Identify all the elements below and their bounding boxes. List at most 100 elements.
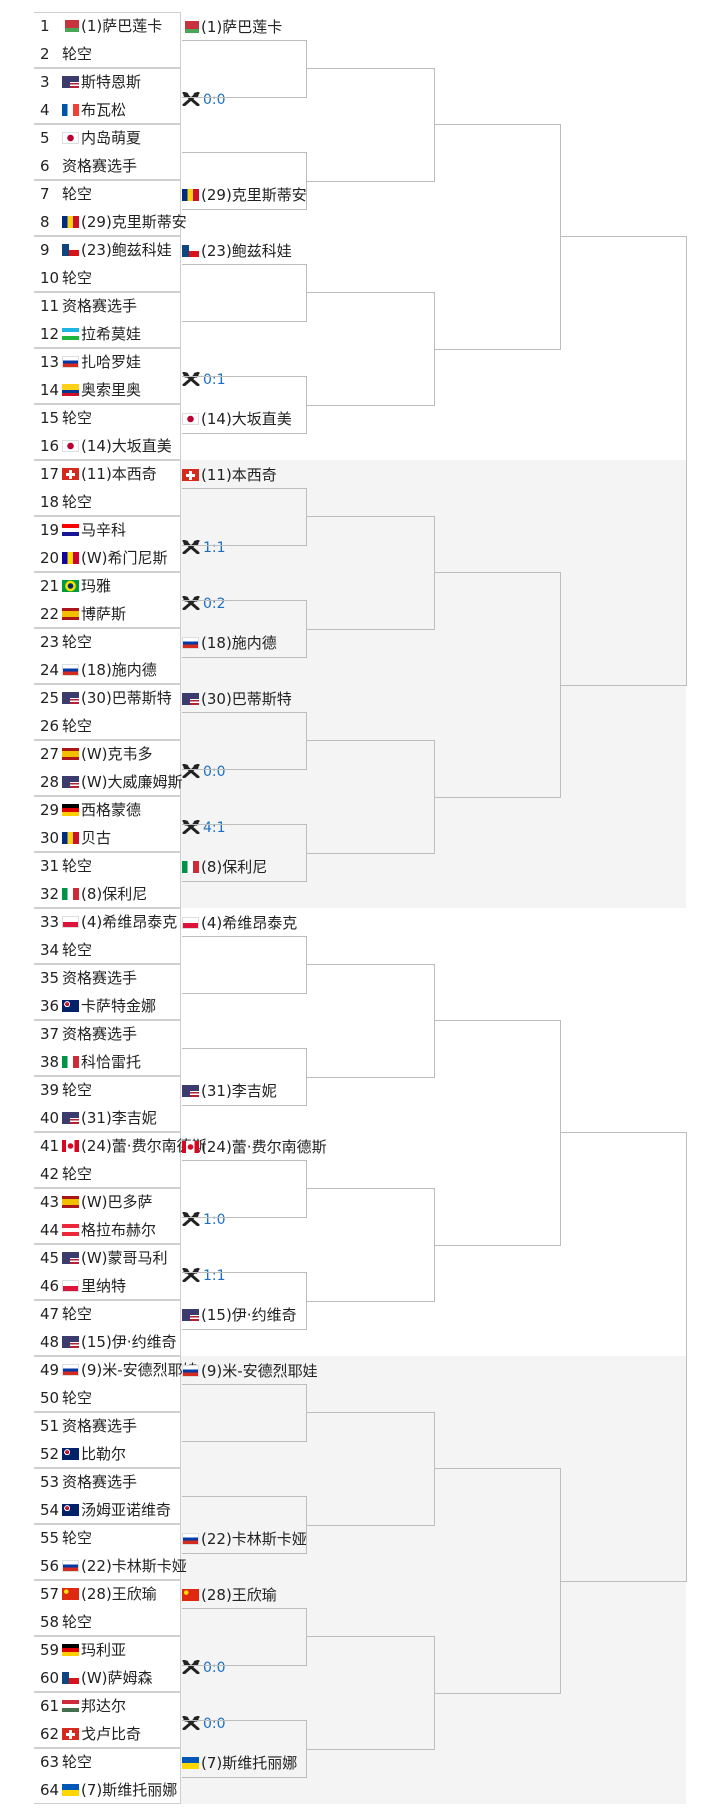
second-round-player[interactable]: (7)斯维托丽娜 <box>182 1752 297 1774</box>
first-round-slot[interactable]: 33(4)希维昂泰克 <box>34 908 181 936</box>
first-round-slot[interactable]: 41(24)蕾·费尔南德斯 <box>34 1132 207 1160</box>
first-round-slot[interactable]: 32(8)保利尼 <box>34 880 181 908</box>
first-round-slot[interactable]: 16(14)大坂直美 <box>34 432 181 460</box>
first-round-slot[interactable]: 60(W)萨姆森 <box>34 1664 181 1692</box>
second-round-player[interactable]: (4)希维昂泰克 <box>182 912 297 934</box>
first-round-slot[interactable]: 28(W)大威廉姆斯 <box>34 768 183 796</box>
second-round-player[interactable]: (11)本西奇 <box>182 464 277 486</box>
first-round-slot[interactable]: 49(9)米-安德烈耶娃 <box>34 1356 198 1384</box>
second-round-player[interactable]: (30)巴蒂斯特 <box>182 688 292 710</box>
seed-label: (W) <box>81 745 108 763</box>
second-round-player[interactable]: (8)保利尼 <box>182 856 267 878</box>
first-round-slot[interactable]: 43(W)巴多萨 <box>34 1188 181 1216</box>
player-pair-box <box>34 1748 181 1804</box>
second-round-player[interactable]: (28)王欣瑜 <box>182 1584 277 1606</box>
first-round-slot[interactable]: 56(22)卡林斯卡娅 <box>34 1552 187 1580</box>
second-round-player[interactable]: (23)鲍兹科娃 <box>182 240 292 262</box>
second-round-player[interactable]: (9)米-安德烈耶娃 <box>182 1360 318 1382</box>
first-round-slot[interactable]: 27(W)克韦多 <box>34 740 181 768</box>
bracket-connector <box>306 964 435 1078</box>
head-to-head-score[interactable]: 0:0 <box>182 1658 226 1678</box>
first-round-slot[interactable]: 20(W)希门尼斯 <box>34 544 181 572</box>
flag-icon <box>62 1056 79 1068</box>
first-round-slot[interactable]: 40(31)李吉妮 <box>34 1104 181 1132</box>
draw-position: 35 <box>40 969 60 987</box>
head-to-head-score[interactable]: 0:0 <box>182 90 226 110</box>
first-round-slot[interactable]: 8(29)克里斯蒂安 <box>34 208 187 236</box>
second-round-player[interactable]: (15)伊·约维奇 <box>182 1304 297 1326</box>
draw-position: 25 <box>40 689 60 707</box>
draw-position: 64 <box>40 1781 60 1799</box>
second-round-player[interactable]: (29)克里斯蒂安 <box>182 184 307 206</box>
second-round-player[interactable]: (1)萨巴莲卡 <box>182 16 282 38</box>
second-round-player[interactable]: (22)卡林斯卡娅 <box>182 1528 307 1550</box>
second-round-player[interactable]: (31)李吉妮 <box>182 1080 277 1102</box>
player-name: 汤姆亚诺维奇 <box>81 1501 172 1519</box>
first-round-slot[interactable]: 17(11)本西奇 <box>34 460 181 488</box>
second-round-player[interactable]: (14)大坂直美 <box>182 408 292 430</box>
first-round-slot[interactable]: 25(30)巴蒂斯特 <box>34 684 181 712</box>
draw-position: 62 <box>40 1725 60 1743</box>
head-to-head-score[interactable]: 0:0 <box>182 762 226 782</box>
player-name: 蒙哥马利 <box>107 1249 168 1267</box>
head-to-head-score[interactable]: 1:1 <box>182 538 226 558</box>
first-round-slot[interactable]: 1(1)萨巴莲卡 <box>34 12 181 40</box>
first-round-slot[interactable]: 64(7)斯维托丽娜 <box>34 1776 181 1804</box>
first-round-slot[interactable]: 57(28)王欣瑜 <box>34 1580 181 1608</box>
second-round-player[interactable]: (18)施内德 <box>182 632 277 654</box>
player-name: 布瓦松 <box>81 101 127 119</box>
first-round-slot[interactable]: 48(15)伊·约维奇 <box>34 1328 181 1356</box>
first-round-slot[interactable]: 9(23)鲍兹科娃 <box>34 236 181 264</box>
player-name: 轮空 <box>62 1165 93 1183</box>
draw-position: 53 <box>40 1473 60 1491</box>
second-round-player[interactable]: (24)蕾·费尔南德斯 <box>182 1136 327 1158</box>
player-name: 李吉妮 <box>111 1109 157 1127</box>
first-round-slot[interactable]: 45(W)蒙哥马利 <box>34 1244 181 1272</box>
head-to-head-score[interactable]: 1:0 <box>182 1210 226 1230</box>
first-round-slot[interactable]: 24(18)施内德 <box>34 656 181 684</box>
player-name: 鲍兹科娃 <box>231 242 292 260</box>
